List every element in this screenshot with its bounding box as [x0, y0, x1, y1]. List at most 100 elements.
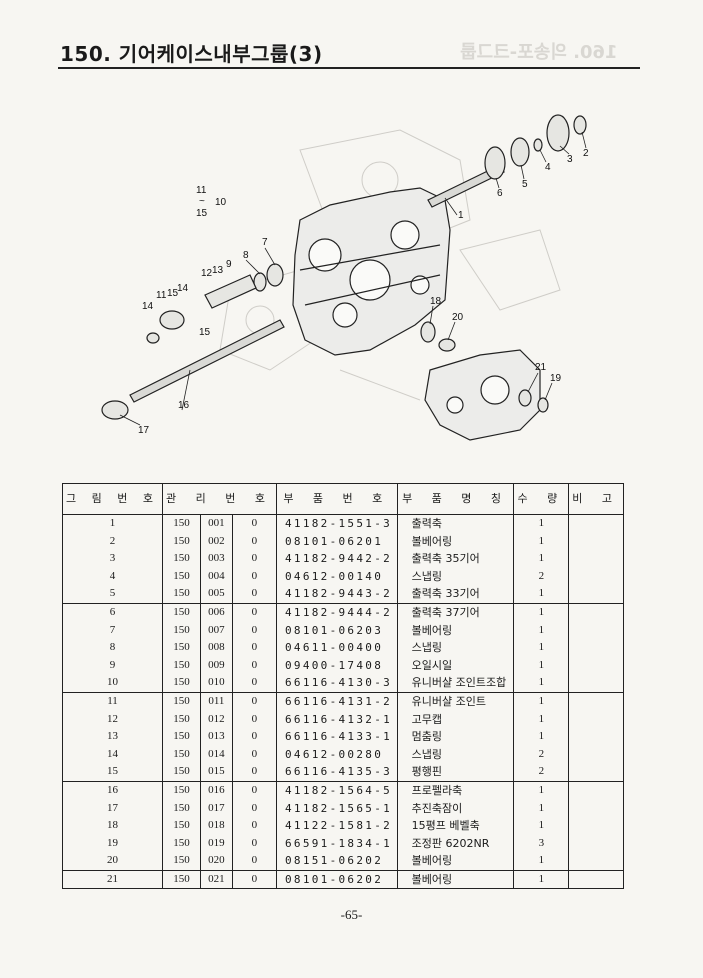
remarks-cell — [568, 550, 624, 568]
remarks-cell — [568, 656, 624, 675]
callout-5: 5 — [522, 179, 528, 190]
header-part-name: 부 품 명 칭 — [396, 483, 515, 515]
mgmt-rev-cell: 0 — [231, 763, 277, 782]
fig-no-cell: 17 — [62, 799, 163, 818]
mgmt-rev-cell: 0 — [231, 621, 277, 640]
fig-no-cell: 19 — [62, 834, 163, 853]
mgmt-rev-cell: 0 — [231, 656, 277, 675]
mgmt-group-cell: 150 — [161, 852, 201, 871]
top-gear-stack — [484, 114, 587, 180]
diagram-svg: 1 2 3 4 5 6 7 8 9 10 11 ~ 15 11 12 13 14… — [101, 114, 589, 441]
remarks-cell — [568, 817, 624, 835]
quantity-cell: 1 — [513, 710, 570, 729]
bleed-through-text: 160. 의송포-크그룹 — [460, 42, 618, 63]
mgmt-group-cell: 150 — [161, 567, 201, 586]
remarks-cell — [568, 781, 624, 800]
quantity-cell: 2 — [513, 567, 570, 586]
remarks-cell — [568, 692, 624, 711]
mgmt-group-cell: 150 — [161, 532, 201, 551]
fig-no-cell: 3 — [62, 550, 163, 568]
mgmt-group-cell: 150 — [161, 870, 201, 890]
part-number-cell: 66591-1834-1 — [275, 834, 398, 853]
quantity-cell: 1 — [513, 728, 570, 746]
remarks-cell — [568, 870, 624, 890]
callout-1: 1 — [458, 210, 464, 221]
mgmt-item-cell: 005 — [199, 585, 233, 604]
callout-8: 8 — [243, 250, 249, 261]
quantity-cell: 1 — [513, 550, 570, 568]
callout-11: 11 — [156, 290, 167, 301]
part-number-cell: 09400-17408 — [275, 656, 398, 675]
mgmt-group-cell: 150 — [161, 745, 201, 764]
callout-20: 20 — [452, 312, 464, 323]
mgmt-group-cell: 150 — [161, 728, 201, 746]
mgmt-rev-cell: 0 — [231, 817, 277, 835]
mgmt-item-cell: 010 — [199, 674, 233, 693]
part-number-cell: 66116-4135-3 — [275, 763, 398, 782]
mgmt-group-cell: 150 — [161, 656, 201, 675]
remarks-cell — [568, 728, 624, 746]
part-name-cell: 오일시일 — [396, 656, 515, 675]
callout-2: 2 — [583, 148, 589, 159]
mgmt-item-cell: 004 — [199, 567, 233, 586]
quantity-cell: 1 — [513, 585, 570, 604]
fig-no-cell: 2 — [62, 532, 163, 551]
part-name-cell: 멈춤링 — [396, 728, 515, 746]
part-number-cell: 66116-4132-1 — [275, 710, 398, 729]
page-title: 150. 기어케이스내부그룹(3) — [60, 42, 323, 66]
remarks-cell — [568, 567, 624, 586]
mgmt-rev-cell: 0 — [231, 692, 277, 711]
part-number-cell: 08151-06202 — [275, 852, 398, 871]
part-number-cell: 41182-1565-1 — [275, 799, 398, 818]
mgmt-item-cell: 006 — [199, 603, 233, 622]
callout-labels: 1 2 3 4 5 6 7 8 9 10 11 ~ 15 11 12 13 14… — [138, 148, 589, 436]
mgmt-rev-cell: 0 — [231, 781, 277, 800]
mgmt-rev-cell: 0 — [231, 728, 277, 746]
fig-no-cell: 9 — [62, 656, 163, 675]
quantity-cell: 1 — [513, 639, 570, 657]
part-name-cell: 스냅링 — [396, 639, 515, 657]
remarks-cell — [568, 621, 624, 640]
mgmt-group-cell: 150 — [161, 674, 201, 693]
title-rule — [58, 67, 640, 69]
remarks-cell — [568, 514, 624, 533]
gear-case-housing — [292, 187, 451, 356]
part-name-cell: 유니버샬 조인트조합 — [396, 674, 515, 693]
mgmt-item-cell: 011 — [199, 692, 233, 711]
part-number-cell: 66116-4131-2 — [275, 692, 398, 711]
mgmt-rev-cell: 0 — [231, 834, 277, 853]
leader-lines — [119, 131, 587, 426]
fig-no-cell: 10 — [62, 674, 163, 693]
fig-no-cell: 20 — [62, 852, 163, 871]
quantity-cell: 1 — [513, 674, 570, 693]
mgmt-rev-cell: 0 — [231, 674, 277, 693]
mgmt-rev-cell: 0 — [231, 745, 277, 764]
quantity-cell: 3 — [513, 834, 570, 853]
mgmt-rev-cell: 0 — [231, 514, 277, 533]
fig-no-cell: 4 — [62, 567, 163, 586]
mgmt-rev-cell: 0 — [231, 710, 277, 729]
part-name-cell: 출력축 37기어 — [396, 603, 515, 622]
header-mgmt-no: 관 리 번 호 — [161, 483, 277, 515]
exploded-parts-diagram: 1 2 3 4 5 6 7 8 9 10 11 ~ 15 11 12 13 14… — [0, 70, 703, 480]
mgmt-item-cell: 021 — [199, 870, 233, 890]
mgmt-rev-cell: 0 — [231, 567, 277, 586]
quantity-cell: 1 — [513, 817, 570, 835]
mgmt-item-cell: 015 — [199, 763, 233, 782]
quantity-cell: 2 — [513, 745, 570, 764]
callout-3: 3 — [567, 154, 573, 165]
quantity-cell: 1 — [513, 603, 570, 622]
part-name-cell: 추진축잠이 — [396, 799, 515, 818]
